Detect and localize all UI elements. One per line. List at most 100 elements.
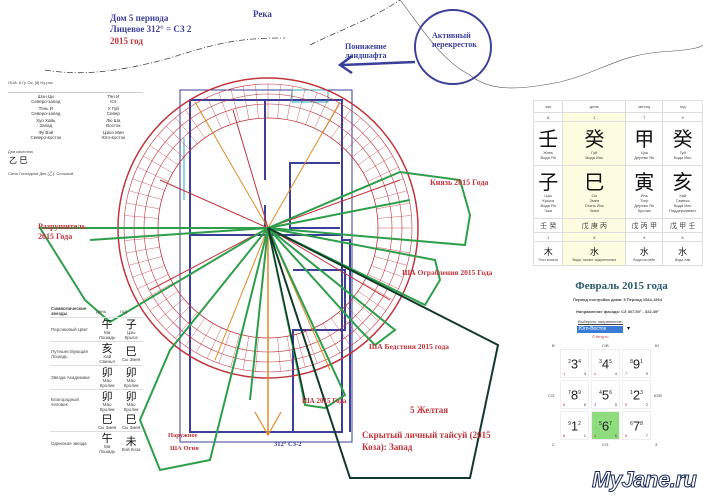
compass-tick — [143, 282, 173, 301]
star-pinyin: Вэй Коза — [121, 446, 141, 452]
element-note: Вода, талант подчиненных — [572, 258, 617, 262]
star-char: 亥 — [101, 342, 113, 355]
compass-tick — [149, 145, 179, 166]
star-pinyin: Ма Лошадь — [98, 444, 116, 454]
compass-tick — [322, 103, 341, 133]
chevron-down-icon[interactable]: ▾ — [627, 326, 631, 332]
bazi-hidden-stems: 戊 庚 丙 — [562, 218, 627, 233]
house-period-label: Дом 5 периода — [110, 13, 169, 23]
annual-star: 7 — [625, 371, 628, 376]
mountain-star: 1 — [630, 390, 633, 396]
star-pinyin: Мао Кролик — [99, 378, 115, 388]
compass-tick — [166, 126, 191, 151]
star-name: Благородный человек — [51, 396, 79, 407]
compass-tick — [305, 92, 318, 125]
mountain-star: 2 — [568, 359, 571, 365]
river-label: Река — [253, 9, 272, 19]
stem-pinyin: Гуй — [591, 149, 598, 155]
sha-zones — [38, 170, 472, 472]
compass-tick — [255, 337, 259, 372]
gua-direction: Юг — [110, 99, 117, 104]
compass-tick — [175, 117, 198, 144]
compass-tick — [367, 166, 399, 182]
branch-name: Свинья — [675, 198, 690, 203]
base-star: 2 — [632, 387, 641, 403]
col-day: день — [96, 308, 106, 314]
annual-star: 3 — [594, 402, 597, 407]
direction-select-value: Юго-Восток — [579, 326, 607, 332]
star-char: 卯 — [101, 366, 113, 379]
compass-tick — [126, 246, 160, 254]
dir-sw: С — [552, 442, 555, 447]
landscape-label: Понижение ландшафта — [345, 42, 387, 60]
dir-nw: В — [552, 343, 555, 348]
compass-tick — [126, 202, 160, 210]
bazi-header: год — [662, 100, 703, 113]
star-pinyin: Сы Змея — [121, 356, 141, 362]
base-star: 9 — [632, 356, 641, 372]
direction-label: 312° СЗ-2 — [274, 441, 302, 448]
element-char: 水 — [639, 248, 649, 258]
compass-tick — [242, 336, 250, 370]
water-star: 5 — [609, 359, 612, 365]
base-star: 7 — [632, 418, 641, 434]
compass-tick — [352, 135, 379, 158]
river-line — [44, 0, 401, 74]
source-link[interactable]: © feng.ru — [592, 334, 609, 339]
bazi-number2: 6 — [662, 232, 703, 242]
compass-tick — [374, 256, 408, 266]
destroyer-label: Разрушитель 2015 Года — [38, 222, 87, 241]
mountain-star: 9 — [568, 421, 571, 427]
branch-py: Инь — [640, 193, 648, 198]
compass-tick — [206, 327, 222, 359]
compass-tick — [230, 88, 240, 122]
mountain-star: 7 — [568, 390, 571, 396]
compass-tick — [345, 126, 370, 151]
monthly-star: 8 — [583, 402, 586, 407]
terrain-line — [399, 0, 703, 89]
bazi-hidden-stems: 戊 甲 壬 — [662, 218, 703, 233]
select-direction-label: Выберите направление: — [578, 319, 624, 324]
gua-star: У Гуй — [107, 106, 119, 111]
gua-star: Цзюэ Мин — [102, 130, 124, 135]
five-yellow-zone — [267, 227, 500, 479]
monthly-star: 3 — [583, 371, 586, 376]
compass-tick — [128, 190, 162, 200]
sector-lines — [149, 101, 401, 437]
branch-el: Огонь Инь — [584, 203, 604, 208]
gua-star: Шэн Ци — [37, 94, 54, 99]
direction-select[interactable]: Юго-Восток — [577, 326, 623, 333]
year-label: 2015 год — [110, 36, 143, 46]
branch-py: Хай — [679, 193, 687, 198]
hidden-taisui-label: Скрытый личный тайсуй (2015 Коза): Запад — [362, 430, 491, 452]
monthly-star: 1 — [583, 433, 586, 438]
compass-tick — [185, 317, 206, 347]
branch-x: Чжи — [544, 208, 553, 213]
bazi-header: час — [532, 100, 564, 113]
star-pinyin: Хай Свинья — [99, 354, 115, 364]
